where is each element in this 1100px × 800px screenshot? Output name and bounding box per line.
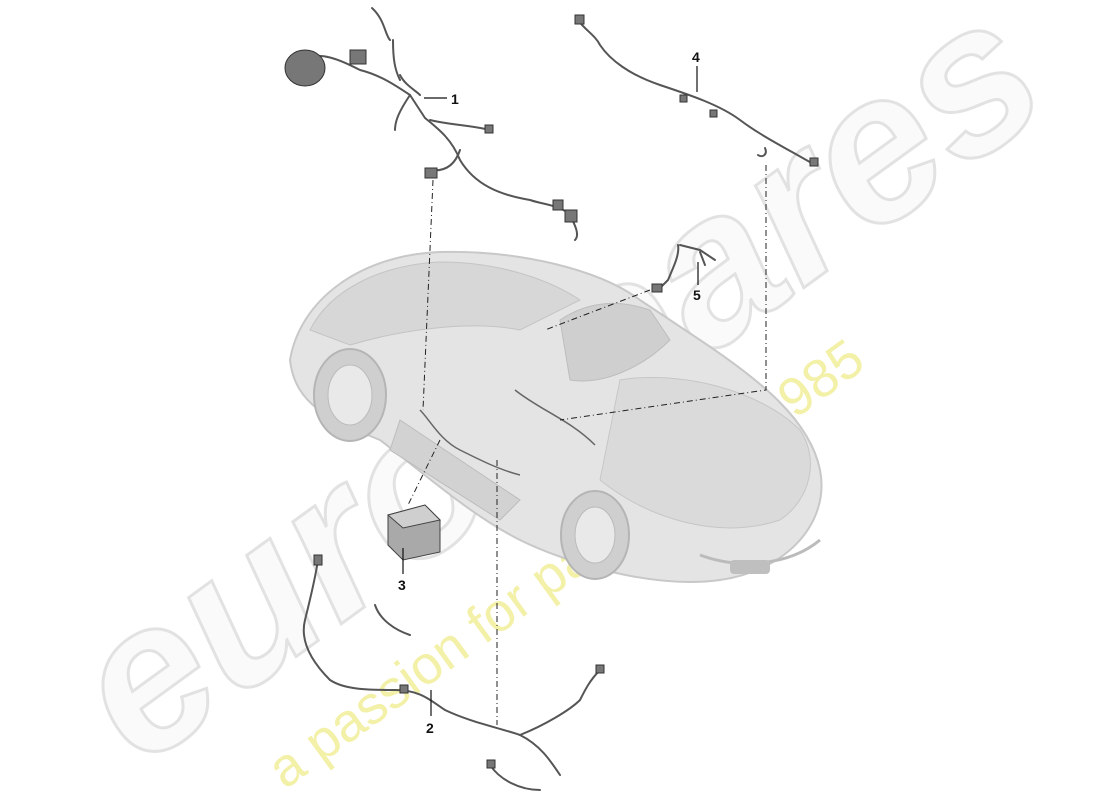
callout-3-label: 3 xyxy=(398,577,406,593)
callout-1-label: 1 xyxy=(451,91,459,107)
car-illustration xyxy=(288,250,823,583)
callout-2: 2 xyxy=(426,690,434,736)
callout-2-label: 2 xyxy=(426,720,434,736)
wiring-harness-2 xyxy=(302,554,605,791)
callout-4: 4 xyxy=(692,49,700,92)
callout-1: 1 xyxy=(424,91,459,107)
assembly-lines xyxy=(407,165,767,725)
callout-4-label: 4 xyxy=(692,49,700,65)
control-unit-3 xyxy=(386,504,442,561)
callout-5: 5 xyxy=(693,262,701,303)
callout-3: 3 xyxy=(398,548,406,593)
callout-5-label: 5 xyxy=(693,287,701,303)
wiring-harness-1 xyxy=(284,7,579,241)
wiring-harness-4 xyxy=(574,14,819,167)
wiring-harness-5 xyxy=(651,244,716,293)
